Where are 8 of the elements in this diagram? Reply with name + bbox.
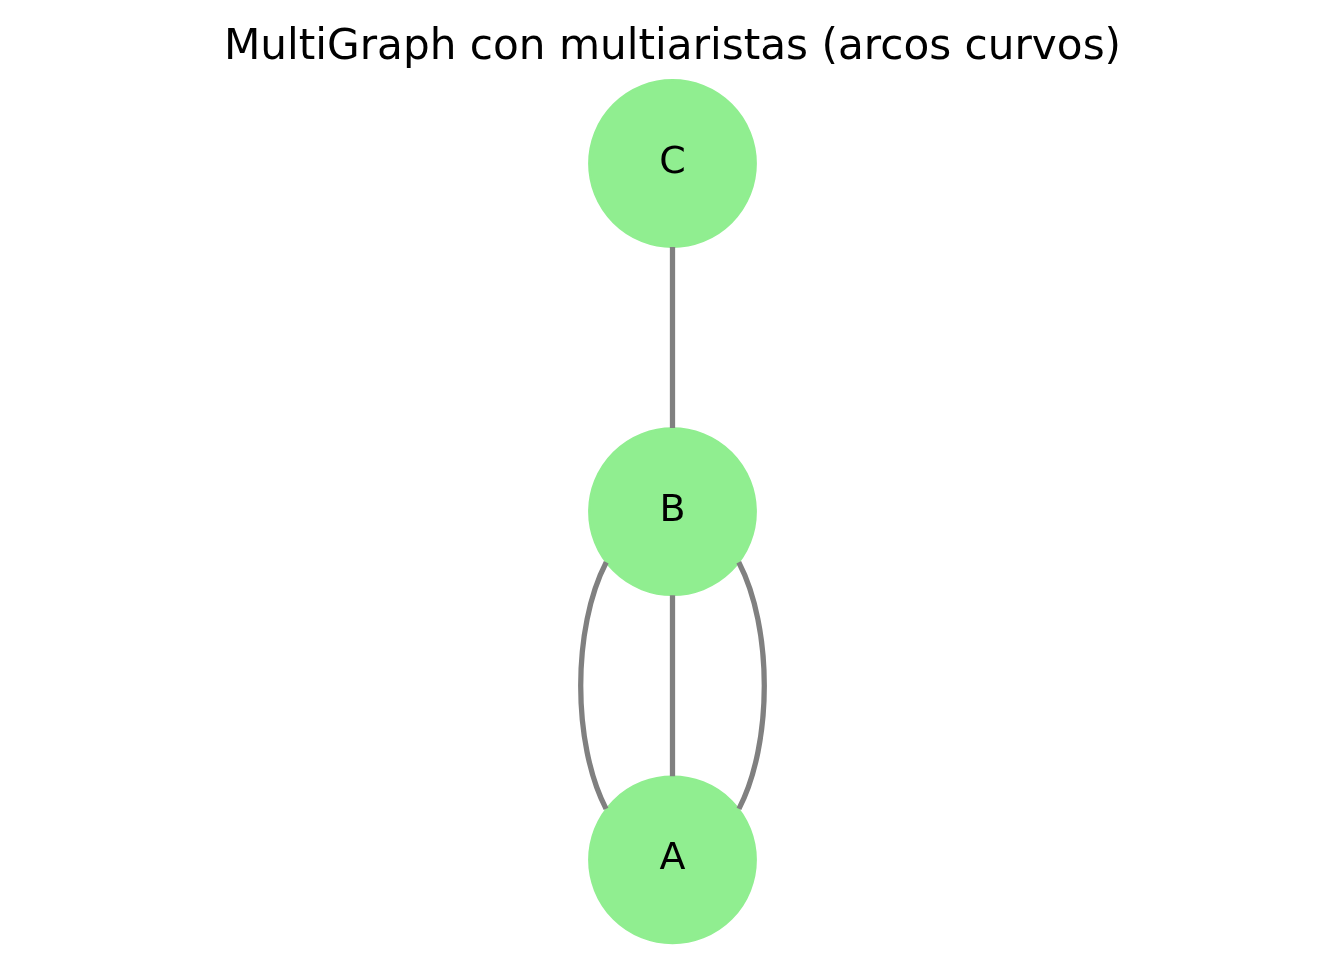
connector: [735, 561, 767, 810]
connector: [577, 561, 609, 810]
connector: [669, 595, 675, 777]
diagram-title: MultiGraph con multiaristas (arcos curvos): [223, 20, 1121, 70]
node-circle: B: [587, 427, 757, 597]
node-circle: C: [587, 79, 757, 248]
connector: [669, 247, 675, 429]
node-circle: A: [587, 775, 757, 945]
